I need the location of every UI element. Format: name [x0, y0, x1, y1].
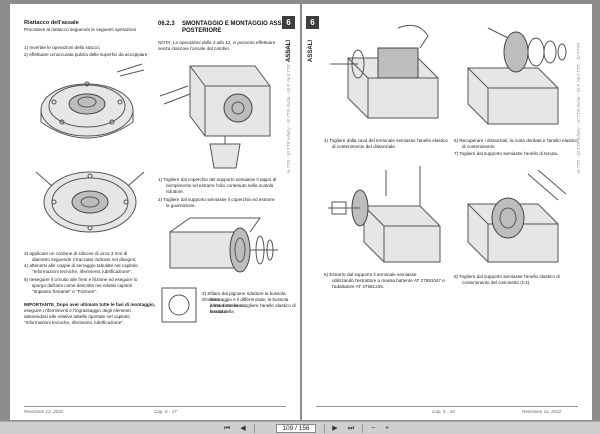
- nota-line2: senza staccare l'assale dal cambio.: [158, 46, 231, 51]
- important-line2: eseguire i rifornimenti e l'ingrassaggio…: [24, 308, 131, 313]
- toolbar-separator: [324, 424, 325, 433]
- toolbar-separator: [254, 424, 255, 433]
- silicone-bead-illustration: [35, 171, 145, 233]
- detail-illustration: [161, 287, 197, 323]
- right-page: 6 ASSALI AI-TTR - 10 TTR Infinity - 10 T…: [302, 4, 592, 420]
- next-page-icon[interactable]: ▶: [332, 425, 338, 432]
- footer-revision-right: Revisione 12, 2022: [522, 409, 562, 414]
- reattach-step3-line2: diametro seguendo il tracciato indicato …: [32, 257, 137, 262]
- right-step6-line2: di contenimento.: [462, 144, 496, 149]
- rear-step1-line1: 1) Togliere dal coperchio del supporto s…: [158, 177, 277, 182]
- zoom-out-icon[interactable]: −: [370, 425, 376, 432]
- footer-rule-right: [316, 406, 578, 407]
- rear-step1-line2: riempimento ed estrarre l'olio contenuto…: [166, 183, 274, 188]
- reattach-step3-line1: 3) applicare un cordone di silicone di c…: [24, 251, 128, 256]
- section-number: 06.2.3: [158, 21, 175, 27]
- reattach-subtitle: Procedere al riattacco seguendo le segue…: [24, 27, 137, 32]
- section-title-line2: POSTERIORE: [182, 28, 222, 34]
- hub-disassembly-illustration: [169, 217, 278, 273]
- zoom-in-icon[interactable]: +: [384, 425, 390, 432]
- first-page-icon[interactable]: ⏮: [223, 425, 231, 432]
- rear-step3-line4: bussola.: [210, 309, 228, 314]
- oil-drain-illustration: [160, 65, 271, 169]
- right-vertical-note: AI-TTR - 10 TTR Infinity - 10 TTR Ibrida…: [576, 42, 581, 174]
- right-step8-line2: contenimento del cuscinetto (C4).: [462, 280, 531, 285]
- sidebar-label-left: ASSALI: [286, 39, 292, 62]
- left-page: AI-TTR - 10 TTR Infinity - 10 TTR Ibrida…: [10, 4, 300, 420]
- right-step4-line1: 4) Togliere dalla cava del terminale sem…: [324, 138, 448, 143]
- footer-rule-left: [24, 406, 286, 407]
- sidebar-label-right: ASSALI: [308, 39, 314, 62]
- rear-step3-line2: bloccaggio e il differenziale, la bussol…: [210, 297, 289, 308]
- important-line3: attenendosi alle relative tabelle riport…: [24, 314, 130, 319]
- chapter-tab-left: 6: [282, 16, 295, 29]
- reattach-title: Riattacco dell'assale: [24, 20, 79, 26]
- right-step5-line1: 5) Estrarre dal supporto il terminale se…: [324, 272, 417, 277]
- right-step4-line2: di contenimento del distanziale.: [332, 144, 397, 149]
- footer-revision-left: Revisione 12, 2022: [24, 409, 64, 414]
- rear-step2-line2: la guarnizione.: [166, 203, 196, 208]
- last-page-icon[interactable]: ⏭: [347, 425, 355, 432]
- viewer-toolbar: ⏮ ◀ ▶ ⏭ − +: [0, 421, 600, 434]
- right-step6-line1: 6) Recuperare i distanziali, la ruota de…: [454, 138, 578, 143]
- important-line4: "Informazioni tecniche, riferimenti, lub…: [24, 320, 125, 325]
- right-step5-line3: l'adattatore AT 37581235.: [332, 284, 385, 289]
- left-vertical-note: AI-TTR - 10 TTR Infinity - 10 TTR Ibrida…: [286, 42, 291, 174]
- section-title-line1: SMONTAGGIO E MONTAGGIO ASSALE: [182, 21, 294, 27]
- reattach-step4-line1: 4) attenersi alle coppie di serraggio ta…: [24, 263, 138, 268]
- chapter-tab-right: 6: [306, 16, 319, 29]
- rear-step3-line3: il freno stesso e togliere l'anello elas…: [210, 303, 296, 314]
- right-step5-line2: utilizzando l'estrattore a massa battent…: [332, 278, 445, 283]
- reattach-step5-line2: spurgo dell'aria come descritto nei rela…: [32, 283, 132, 288]
- rear-step2-line1: 2) Togliere dal supporto semiasse il cop…: [158, 197, 275, 202]
- circlip-removal-illustration: [330, 24, 439, 119]
- puller-illustration: [328, 166, 441, 263]
- previous-page-icon[interactable]: ◀: [240, 425, 246, 432]
- reattach-step5-line3: "Impianto frenante" e "Frizione".: [32, 289, 97, 294]
- right-step8-line1: 8) Togliere dal supporto semiasse l'anel…: [454, 274, 560, 279]
- bearing-circlip-illustration: [467, 169, 567, 263]
- reattach-step5-line1: 5) rieseguire il circuito alle freni e f…: [24, 277, 138, 282]
- rear-step1-line3: riduttore.: [166, 189, 185, 194]
- right-step7: 7) Togliere dal supporto semiasse l'anel…: [454, 151, 559, 156]
- footer-page-left: Cap. 6 - 17: [154, 409, 177, 414]
- important-line1: IMPORTANTE_Dopo aver ultimato tutte le f…: [24, 302, 156, 307]
- reattach-step1: 1) Invertire le operazioni dello stacco;: [24, 45, 101, 50]
- axle-flange-illustration: [40, 63, 145, 139]
- toolbar-separator: [362, 424, 363, 433]
- reattach-step2: 2) effettuare un'accurata pulizia delle …: [24, 52, 149, 57]
- nota-line1: NOTA_Le operazioni dalla 4 alla 12, si p…: [158, 40, 276, 45]
- footer-page-right: Cap. 6 - 18: [432, 409, 455, 414]
- rear-step3-line1: 3) Sfilare dal pignone riduttore la buss…: [202, 291, 286, 302]
- gear-spacers-illustration: [467, 27, 567, 125]
- page-number-input[interactable]: [276, 424, 316, 433]
- reattach-step4-line2: "Informazioni tecniche, riferimenti, lub…: [32, 269, 133, 274]
